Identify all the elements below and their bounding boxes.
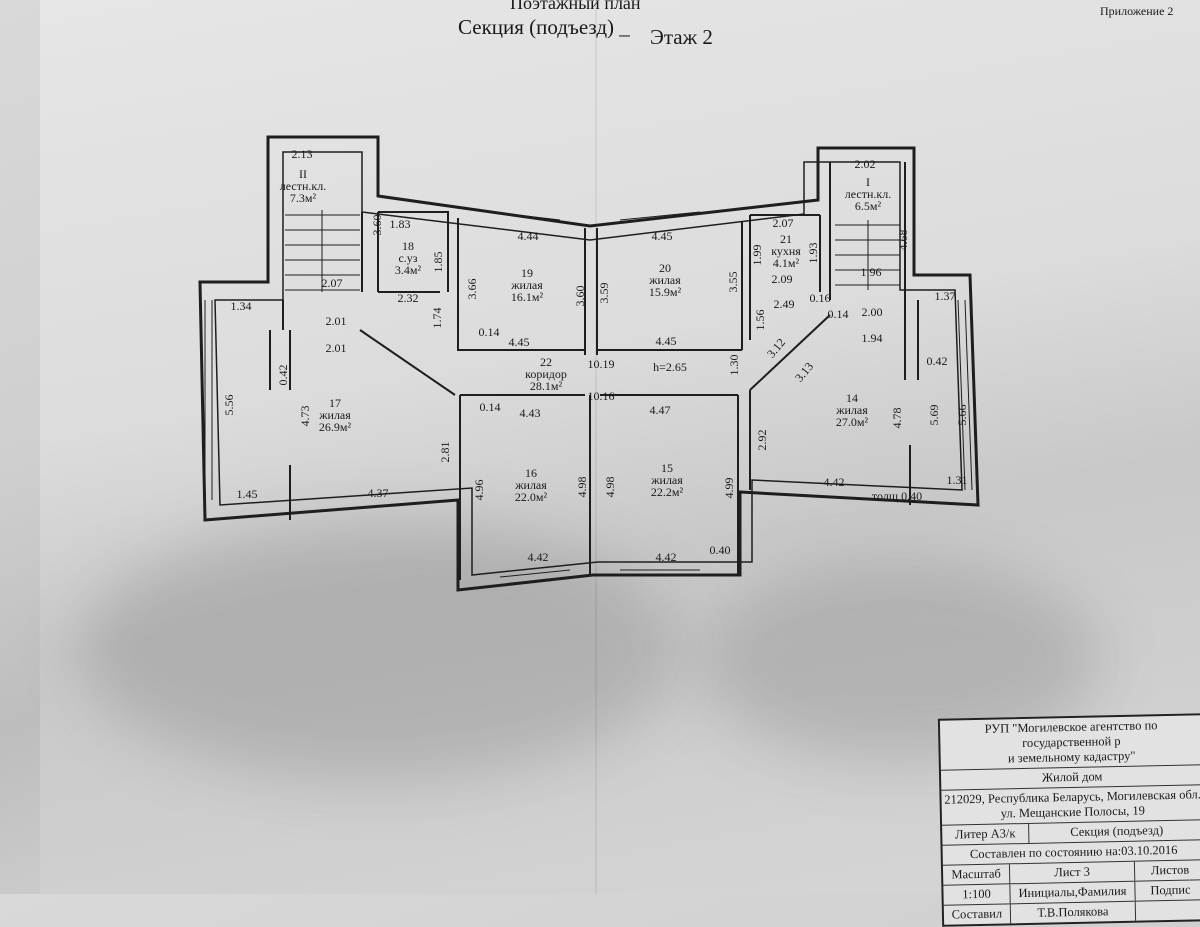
plan-title: Поэтажный план — [510, 0, 641, 13]
dimension: 1.85 — [431, 251, 445, 273]
dimension: 1.94 — [861, 331, 883, 345]
dimension: 5.56 — [222, 394, 236, 416]
dimension: 5.69 — [927, 404, 941, 426]
dimension: 2.00 — [861, 305, 883, 319]
dimension: 1.99 — [750, 244, 764, 266]
section: Секция (подъезд) — [1070, 823, 1164, 840]
outer-wall-inner — [214, 151, 963, 576]
signature — [1136, 900, 1200, 920]
compiler-name: Т.В.Полякова — [1010, 901, 1137, 924]
dimension: 4.42 — [823, 475, 845, 489]
dimension: 0.16 — [809, 291, 831, 305]
dimension: 5.66 — [955, 404, 969, 426]
dimension: 0.14 — [827, 307, 849, 321]
title-block: РУП "Могилевское агентство по государств… — [937, 713, 1200, 927]
dimension: 2.01 — [325, 341, 347, 355]
dimension: 10.19 — [587, 357, 615, 371]
dimension: 1.96 — [860, 265, 882, 279]
dimension: 4.44 — [517, 229, 539, 243]
liter: Литер А3/к — [942, 823, 1030, 845]
dimension: 4.42 — [655, 550, 677, 564]
sheet-number: Лист 3 — [1009, 861, 1136, 884]
stairs — [285, 210, 900, 292]
address: 212029, Республика Беларусь, Могилевская… — [941, 785, 1200, 826]
dimension: 0.42 — [926, 354, 948, 368]
interior-walls — [269, 162, 919, 580]
dimension: 2.49 — [773, 297, 795, 311]
dimension: 1.56 — [753, 309, 767, 331]
dimension: 2.92 — [755, 429, 769, 451]
dimension: 3.60 — [573, 285, 587, 307]
dimension: 10.16 — [587, 389, 615, 403]
dimension: 4.45 — [508, 335, 530, 349]
dimension: 4.98 — [603, 476, 617, 498]
dimension: 3.55 — [726, 271, 740, 293]
paper-fold — [595, 0, 597, 894]
dimension: 4.42 — [527, 550, 549, 564]
dimension: 0.42 — [276, 364, 290, 386]
dimension: 2.02 — [854, 157, 876, 171]
dimension: 4.98 — [575, 476, 589, 498]
dimension: 3.59 — [597, 282, 611, 304]
compiled-label: Составил — [943, 904, 1012, 925]
dimension: 1.83 — [389, 217, 411, 231]
dimension: 4.45 — [651, 229, 673, 243]
dimension: 4.45 — [655, 334, 677, 348]
dimension: 1.31 — [946, 473, 968, 487]
scale-value: 1:100 — [943, 884, 1011, 905]
dimension: 4.37 — [367, 486, 389, 500]
dimension: 0.14 — [478, 325, 500, 339]
initials-header: Инициалы,Фамилия — [1010, 881, 1136, 904]
windows — [204, 211, 973, 578]
dimension: 0.40 — [709, 543, 731, 557]
dimension: 1.34 — [230, 299, 252, 313]
dimension: 4.43 — [519, 406, 541, 420]
dimension: 1.30 — [727, 354, 741, 376]
dimension: 4.96 — [472, 479, 486, 501]
dimension: 2.07 — [772, 216, 794, 230]
dimension: 4.68 — [896, 229, 910, 251]
dimension: 2.32 — [397, 291, 419, 305]
ceiling-height: h=2.65 — [653, 360, 687, 374]
dimension: 4.73 — [298, 405, 312, 427]
dimension: 1.74 — [430, 307, 444, 329]
outer-wall — [198, 135, 980, 592]
wall-thickness: толщ 0.40 — [871, 489, 923, 503]
dimension: 2.01 — [325, 314, 347, 328]
dimension: 2.13 — [291, 147, 313, 161]
dimension: 1.37 — [934, 289, 956, 303]
dimension: 3.60 — [370, 214, 384, 236]
dimension: 2.81 — [438, 441, 452, 463]
dimension: 1.93 — [806, 242, 820, 264]
dimension: 4.99 — [722, 477, 736, 499]
scale-label: Масштаб — [942, 864, 1011, 885]
dimension: 2.07 — [321, 276, 343, 290]
dimension: 0.14 — [479, 400, 501, 414]
section-label: Секция (подъезд) _ — [458, 15, 630, 39]
appendix-label: Приложение 2 — [1100, 4, 1174, 18]
dimension: 3.66 — [465, 278, 479, 300]
floor-label: Этаж 2 — [650, 25, 713, 49]
dimension: 1.45 — [236, 487, 258, 501]
dimension: 4.47 — [649, 403, 671, 417]
signature-header: Подпис — [1150, 882, 1191, 898]
floor-plan-drawing — [198, 135, 980, 592]
sheets-label: Листов — [1150, 862, 1190, 878]
org-name: РУП "Могилевское агентство по государств… — [939, 715, 1200, 771]
dimension: 4.78 — [890, 407, 904, 429]
dimension: 2.09 — [771, 272, 793, 286]
